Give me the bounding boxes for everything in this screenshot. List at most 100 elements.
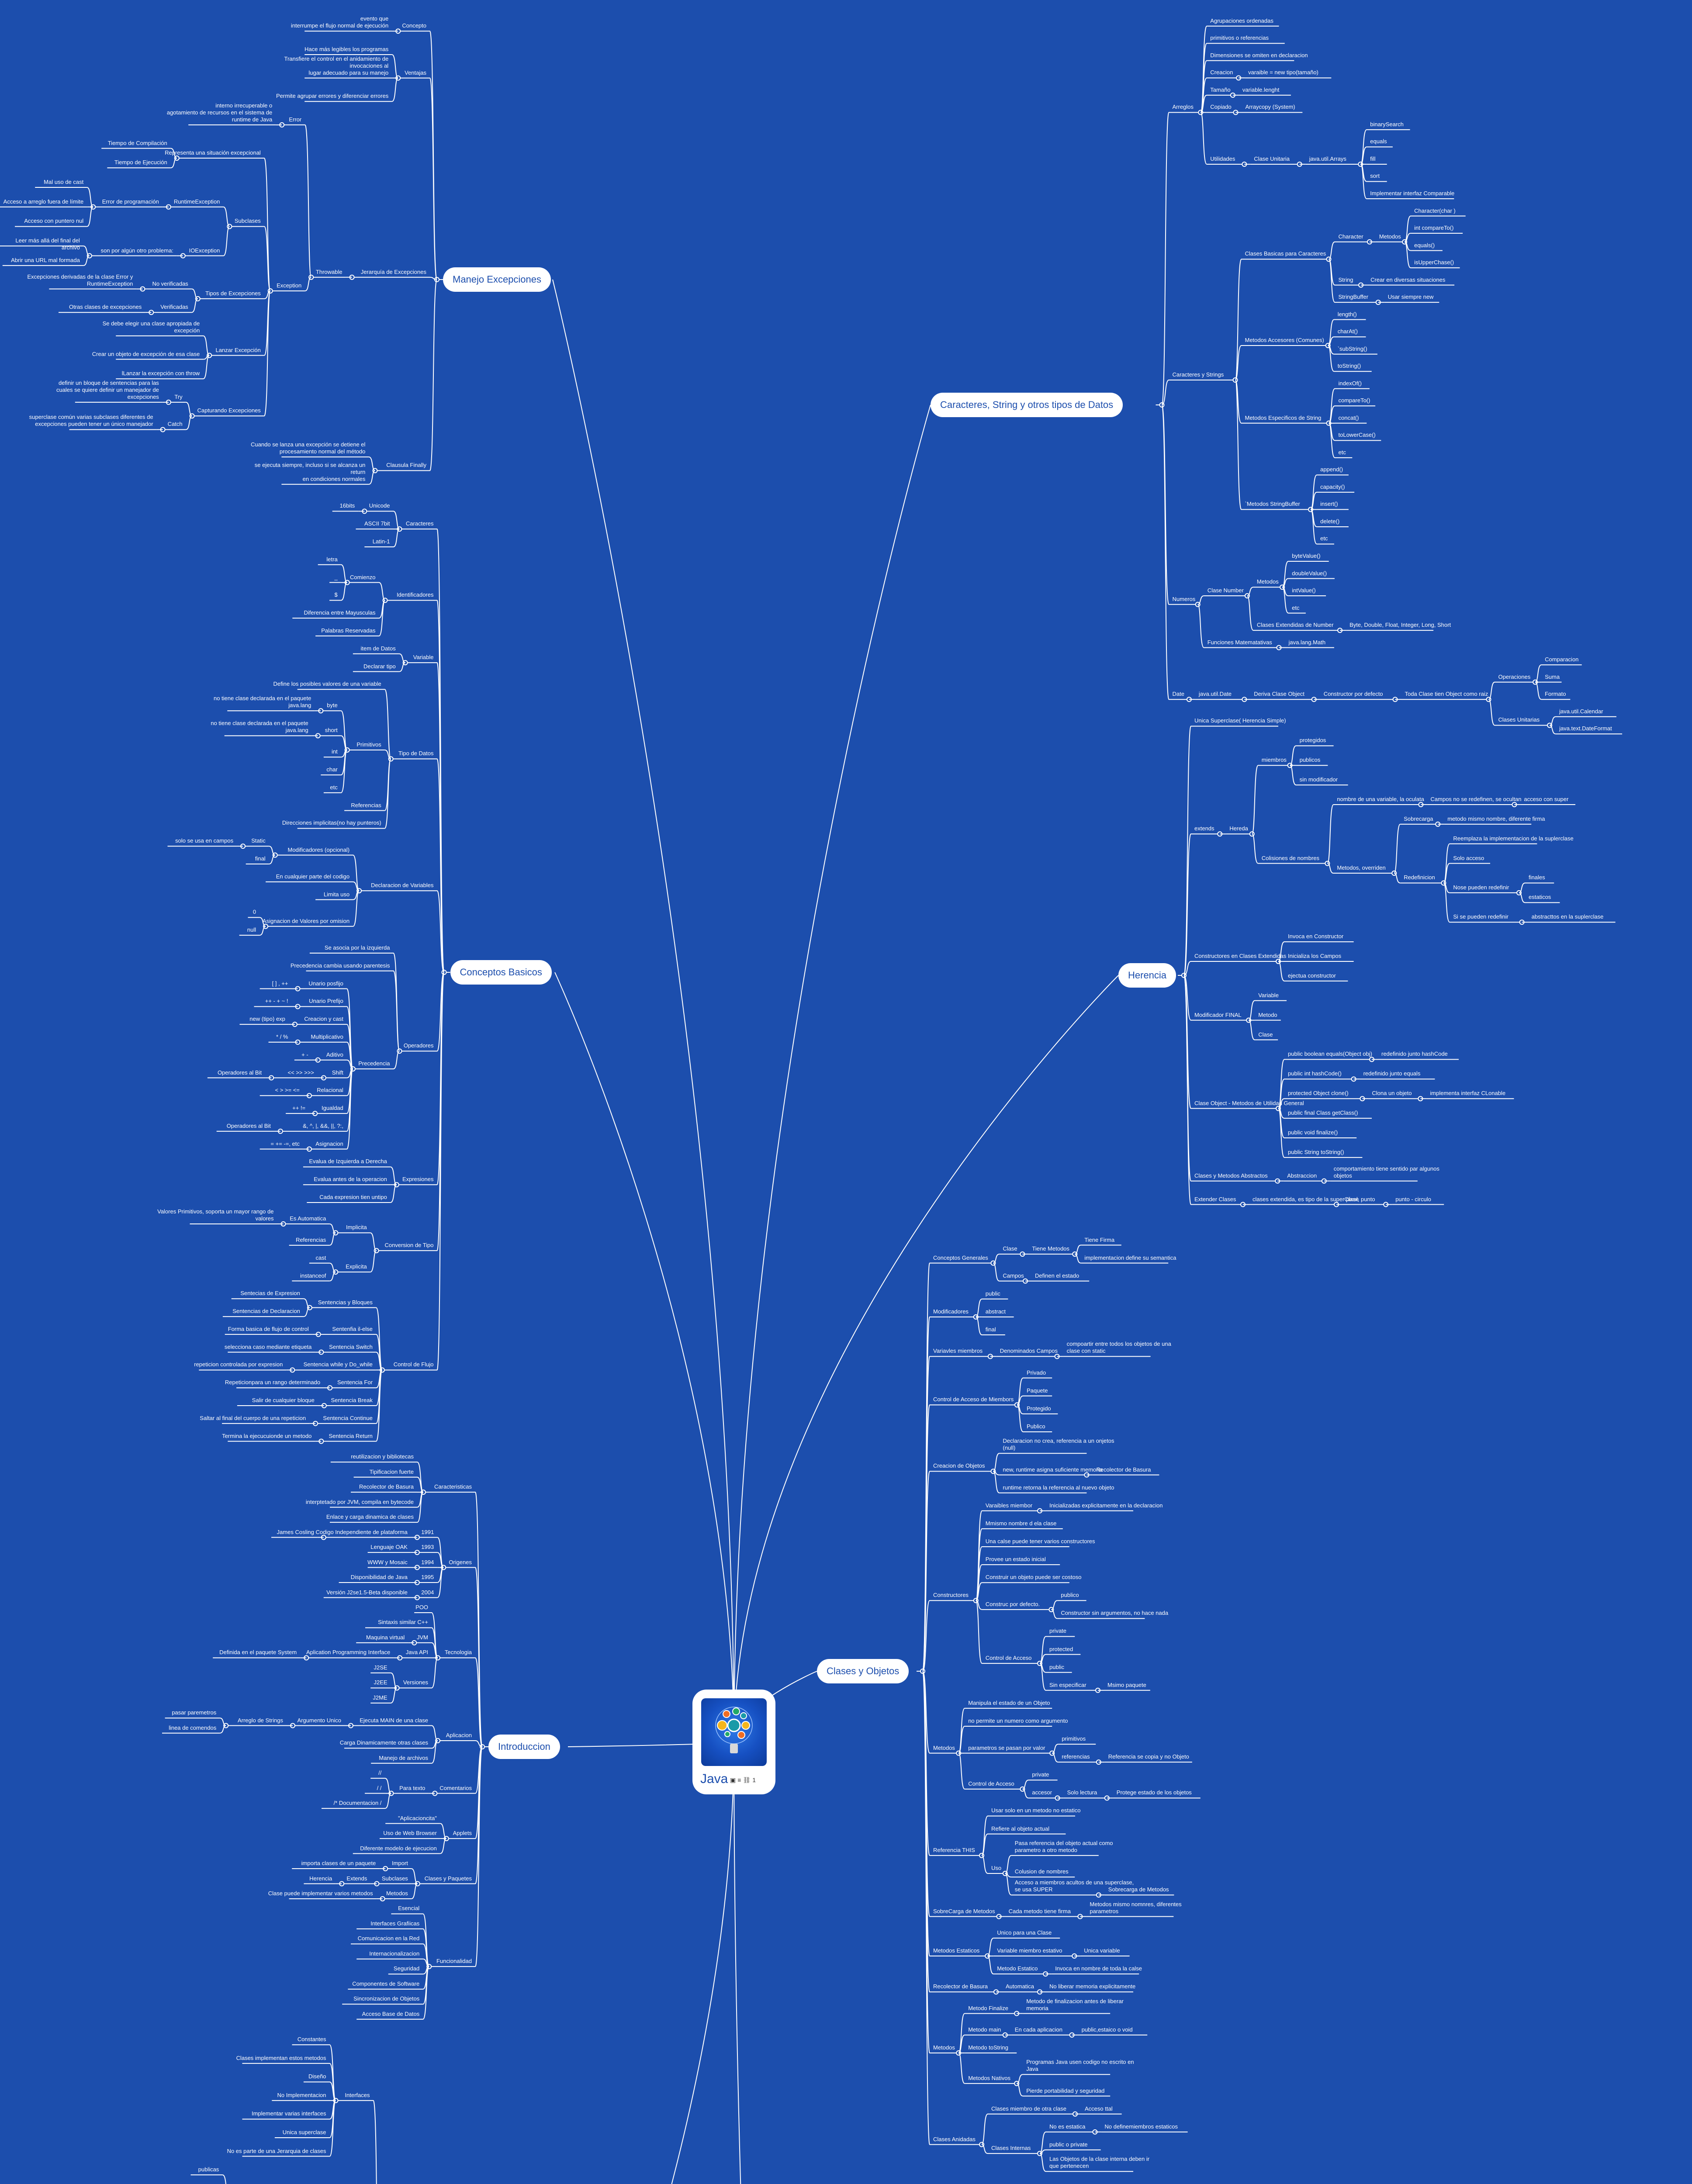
node-operadores[interactable]: Operadores	[403, 1042, 434, 1049]
node-funcionalidad[interactable]: Funcionalidad	[436, 1958, 472, 1965]
node-accesor[interactable]: accesor	[1032, 1789, 1052, 1796]
node-en-cada-aplicacion[interactable]: En cada aplicacion	[1014, 2026, 1062, 2033]
branch-clases[interactable]: Clases y Objetos	[817, 1659, 909, 1683]
node-clases-internas[interactable]: Clases Internas	[991, 2145, 1031, 2152]
node-clases-extendida-es-tipo-de-la-superclas[interactable]: clases extendida, es tipo de la superCla…	[1253, 1196, 1359, 1203]
node-clases-anidadas[interactable]: Clases Anidadas	[933, 2136, 976, 2143]
node-interfaces[interactable]: Interfaces	[345, 2091, 370, 2098]
node-explicita[interactable]: Explicita	[346, 1263, 367, 1270]
node-subclases[interactable]: Subclases	[381, 1875, 408, 1882]
node-error-de-programacion[interactable]: Error de programación	[102, 198, 159, 205]
node-item[interactable]: < > >= <=	[275, 1087, 300, 1094]
node-salir-de-cualquier-bloque[interactable]: Salir de cualquier bloque	[252, 1397, 315, 1404]
node-constructor-sin-argumentos-no-hace-nada[interactable]: Constructor sin argumentos, no hace nada	[1061, 1610, 1169, 1617]
node-append[interactable]: append()	[1320, 466, 1343, 473]
node-etc[interactable]: etc	[330, 784, 338, 791]
node-comunicacion-en-la-red[interactable]: Comunicacion en la Red	[357, 1935, 420, 1942]
node-0[interactable]: 0	[253, 909, 256, 916]
node-operadores-al-bit[interactable]: Operadores al Bit	[217, 1069, 262, 1076]
node-java-util-arrays[interactable]: java.util.Arrays	[1309, 155, 1346, 162]
node-precedencia-cambia-usando-parentesis[interactable]: Precedencia cambia usando parentesis	[290, 962, 390, 969]
node-utilidades[interactable]: Utilidades	[1210, 155, 1235, 162]
node-superclase-comun-varias-subclases-difere[interactable]: superclase común varias subclases difere…	[29, 414, 153, 428]
node-origenes[interactable]: Origenes	[449, 1559, 472, 1565]
node-java-text-dateformat[interactable]: java.text.DateFormat	[1559, 725, 1612, 732]
node-llanzar-la-excepcion-con-throw[interactable]: lLanzar la excepción con throw	[121, 370, 200, 377]
node-metodo-finalize[interactable]: Metodo Finalize	[968, 2004, 1008, 2011]
node-catch[interactable]: Catch	[167, 421, 183, 428]
node-no-tiene-clase-declarada-en-el-paquete-j[interactable]: no tiene clase declarada en el paquete j…	[211, 720, 308, 734]
node-lenguaje-oak[interactable]: Lenguaje OAK	[370, 1544, 408, 1551]
node-limita-uso[interactable]: Limita uso	[323, 891, 350, 898]
node-arreglo-de-strings[interactable]: Arreglo de Strings	[237, 1717, 283, 1724]
node-exception[interactable]: Exception	[277, 282, 302, 289]
node-diferente-modelo-de-ejecucion[interactable]: Diferente modelo de ejecucion	[360, 1845, 437, 1852]
node-metodos-estaticos[interactable]: Metodos Estaticos	[933, 1947, 980, 1954]
node-public-void-finalize[interactable]: public void finalize()	[1288, 1129, 1338, 1136]
node-referencias[interactable]: Referencias	[351, 802, 381, 809]
node-crear-en-diversas-situaciones[interactable]: Crear en diversas situaciones	[1370, 276, 1446, 283]
node-importa-clases-de-un-paquete[interactable]: importa clases de un paquete	[301, 1860, 376, 1867]
node-sentecias-de-expresion[interactable]: Sentecias de Expresion	[240, 1290, 300, 1297]
node-tecnologia[interactable]: Tecnologia	[444, 1649, 472, 1656]
node-msimo-paquete[interactable]: Msimo paquete	[1107, 1681, 1146, 1688]
node-modificadores[interactable]: Modificadores	[933, 1308, 969, 1315]
node-seguridad[interactable]: Seguridad	[393, 1965, 420, 1972]
node-declaracion-no-crea-referencia-a-un-onje[interactable]: Declaracion no crea, referencia a un onj…	[1003, 1438, 1114, 1451]
node-metodos-nativos[interactable]: Metodos Nativos	[968, 2074, 1011, 2081]
node-abstracttos-en-la-suplerclase[interactable]: abstracttos en la suplerclase	[1531, 913, 1604, 920]
node-referencia-se-copia-y-no-objeto[interactable]: Referencia se copia y no Objeto	[1108, 1753, 1189, 1760]
node-extends[interactable]: Extends	[346, 1875, 367, 1882]
node-comentarios[interactable]: Comentarios	[439, 1784, 472, 1791]
notes-icon[interactable]: ≡	[737, 1776, 743, 1783]
node-sentencia-break[interactable]: Sentencia Break	[331, 1397, 373, 1404]
node-jerarquia-de-excepciones[interactable]: Jerarquía de Excepciones	[360, 268, 426, 275]
node-metodo-estatico[interactable]: Metodo Estatico	[997, 1965, 1038, 1972]
node-sobrecarga-de-metodos[interactable]: SobreCarga de Metodos	[933, 1908, 995, 1914]
node-1995[interactable]: 1995	[421, 1574, 434, 1581]
node-valores-primitivos-soporta-un-mayor-rang[interactable]: Valores Primitivos, soporta un mayor ran…	[157, 1208, 274, 1222]
node-reemplaza-la-implementacion-de-la-supler[interactable]: Reemplaza la implementacion de la supler…	[1453, 835, 1574, 842]
node-recolector-de-basura[interactable]: Recolector de Basura	[1096, 1466, 1151, 1473]
node-inicializadas-explicitamente-en-la-decla[interactable]: Inicializadas explicitamente en la decla…	[1049, 1502, 1163, 1509]
node-1991[interactable]: 1991	[421, 1528, 434, 1535]
node-nose-pueden-redefinir[interactable]: Nose pueden redefinir	[1453, 884, 1509, 891]
branch-conceptos[interactable]: Conceptos Basicos	[450, 960, 552, 985]
node-maquina-virtual[interactable]: Maquina virtual	[366, 1634, 405, 1641]
node-metodo[interactable]: Metodo	[1258, 1011, 1277, 1018]
node-primitivos[interactable]: Primitivos	[356, 741, 381, 748]
node-en-cualquier-parte-del-codigo[interactable]: En cualquier parte del codigo	[276, 873, 350, 880]
node-pasa-referencia-del-objeto-actual-como-p[interactable]: Pasa referencia del objeto actual como p…	[1014, 1839, 1113, 1853]
node-variable[interactable]: Variable	[1258, 992, 1279, 999]
node-sentencias-y-bloques[interactable]: Sentencias y Bloques	[318, 1299, 373, 1306]
node-agrupaciones-ordenadas[interactable]: Agrupaciones ordenadas	[1210, 17, 1273, 24]
node-publico[interactable]: Publico	[1027, 1423, 1045, 1430]
node-item[interactable]: [ ] , ++	[272, 980, 288, 987]
node-unico-para-una-clase[interactable]: Unico para una Clase	[997, 1929, 1052, 1936]
node-metodos[interactable]: Metodos	[933, 2044, 955, 2051]
node-definida-en-el-paquete-system[interactable]: Definida en el paquete System	[219, 1649, 297, 1656]
node-codigo-independiente-de-plataforma[interactable]: Codigo Independiente de plataforma	[315, 1528, 408, 1535]
node-j2ee[interactable]: J2EE	[374, 1679, 388, 1686]
node-componentes-de-software[interactable]: Componentes de Software	[352, 1980, 420, 1987]
node-no-tiene-clase-declarada-en-el-paquete-j[interactable]: no tiene clase declarada en el paquete j…	[213, 695, 311, 709]
node-cada-expresion-tien-untipo[interactable]: Cada expresion tien untipo	[319, 1194, 387, 1201]
node-privado[interactable]: Privado	[1027, 1369, 1046, 1376]
node-latin-1[interactable]: Latin-1	[372, 538, 390, 545]
node-igualdad[interactable]: Igualdad	[322, 1105, 343, 1112]
node-james-cosling[interactable]: James Cosling	[277, 1528, 314, 1535]
node-aditivo[interactable]: Aditivo	[326, 1051, 343, 1058]
node-capturando-excepciones[interactable]: Capturando Excepciones	[197, 407, 261, 414]
node-usar-siempre-new[interactable]: Usar siempre new	[1388, 294, 1434, 301]
node-paquete[interactable]: Paquete	[1027, 1387, 1048, 1394]
node-item-de-datos[interactable]: item de Datos	[360, 645, 396, 652]
node-tiene-metodos[interactable]: Tiene Metodos	[1032, 1245, 1069, 1252]
node-comportamiento-tiene-sentido-par-algunos[interactable]: comportamiento tiene sentido par algunos…	[1333, 1165, 1439, 1179]
node-etc[interactable]: etc	[1292, 604, 1300, 611]
node-static[interactable]: Static	[251, 837, 266, 844]
node-declarar-tipo[interactable]: Declarar tipo	[363, 663, 396, 670]
node-capacity[interactable]: capacity()	[1320, 483, 1345, 490]
node-creacion-de-objetos[interactable]: Creacion de Objetos	[933, 1462, 985, 1469]
node-manejo-de-archivos[interactable]: Manejo de archivos	[379, 1754, 428, 1761]
node-sobrecarga[interactable]: Sobrecarga	[1404, 815, 1433, 822]
